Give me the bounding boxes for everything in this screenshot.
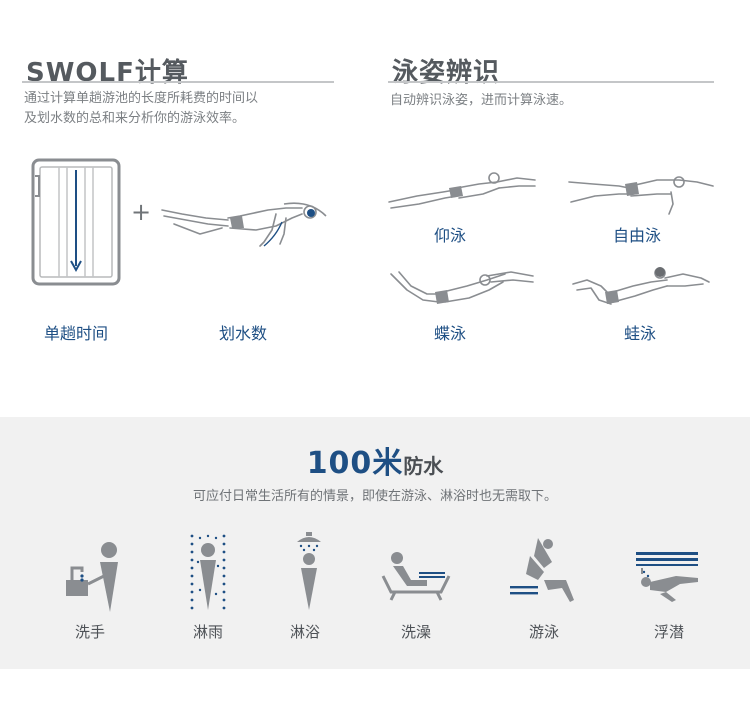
stroke-recognition-title: 泳姿辨识 (392, 58, 501, 88)
swolf-description-line2: 及划水数的总和来分析你的游泳效率。 (24, 111, 246, 126)
backstroke-icon (388, 172, 536, 209)
scenario-label-shower: 淋浴 (289, 623, 320, 641)
plus-sign: + (131, 198, 152, 226)
waterproof-description: 可应付日常生活所有的情景，即使在游泳、淋浴时也无需取下。 (192, 489, 557, 504)
scenario-label-snorkeling: 浮潜 (653, 623, 684, 641)
snorkeling-icon (636, 552, 698, 602)
scenario-label-hand-washing: 洗手 (74, 623, 105, 641)
breaststroke-icon (572, 267, 710, 305)
waterproof-title: 100米防水 (0, 438, 750, 482)
freestyle-icon (568, 176, 714, 215)
lap-time-label: 单趟时间 (43, 324, 108, 343)
shower-icon (297, 532, 321, 610)
bath-icon (381, 552, 451, 601)
pool-lap-icon (31, 158, 121, 286)
stroke-label-butterfly: 蝶泳 (433, 324, 466, 343)
swolf-title: SWOLF计算 (26, 58, 189, 88)
butterfly-icon (390, 271, 534, 304)
waterproof-depth-unit: 米 (372, 446, 404, 481)
waterproof-depth-number: 100 (306, 446, 373, 481)
stroke-label-breaststroke: 蛙泳 (623, 324, 656, 343)
diving-icon (510, 538, 574, 602)
waterproof-section (0, 417, 750, 669)
swolf-title-rule (22, 81, 334, 83)
stroke-count-label: 划水数 (218, 324, 267, 343)
stroke-recognition-title-rule (388, 81, 714, 83)
stroke-recognition-description: 自动辨识泳姿，进而计算泳速。 (390, 93, 573, 108)
scenario-label-diving: 游泳 (528, 623, 559, 641)
swimmer-stroke-icon (161, 202, 327, 247)
swolf-description: 通过计算单趟游池的长度所耗费的时间以 及划水数的总和来分析你的游泳效率。 (24, 89, 344, 129)
scenario-label-rain: 淋雨 (192, 623, 223, 641)
waterproof-title-suffix: 防水 (403, 454, 444, 478)
rain-icon (190, 534, 226, 610)
hand-washing-icon (66, 542, 118, 612)
stroke-label-backstroke: 仰泳 (433, 226, 466, 245)
scenario-label-bath: 洗澡 (400, 623, 431, 641)
swolf-description-line1: 通过计算单趟游池的长度所耗费的时间以 (24, 91, 259, 106)
stroke-label-freestyle: 自由泳 (612, 226, 661, 245)
